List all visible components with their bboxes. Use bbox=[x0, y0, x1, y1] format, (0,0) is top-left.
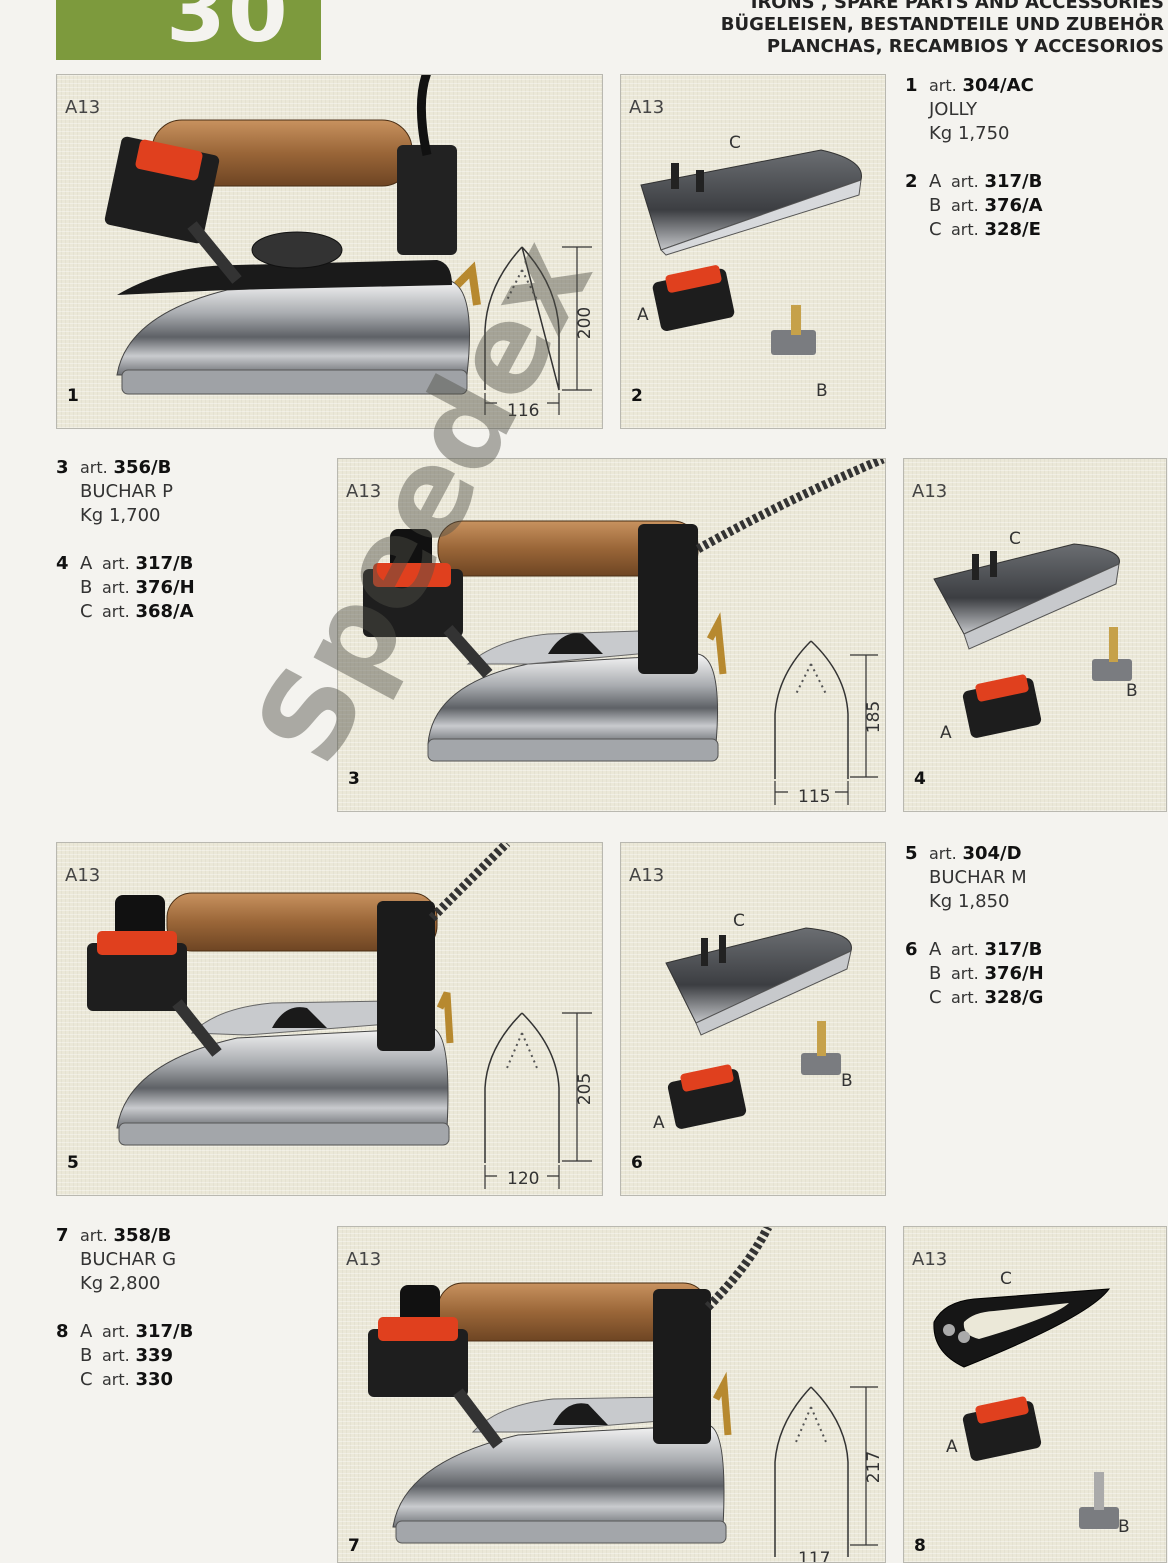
sole-height: 205 bbox=[575, 1072, 596, 1106]
header-title-de: BÜGELEISEN, BESTANDTEILE UND ZUBEHÖR bbox=[720, 14, 1164, 35]
product-weight: Kg 1,750 bbox=[929, 123, 1010, 144]
part-label-b: B bbox=[841, 1071, 853, 1091]
article-number: 304/D bbox=[962, 843, 1022, 864]
product-code: A13 bbox=[629, 865, 665, 886]
part-label-c: C bbox=[729, 133, 741, 153]
part-label-c: C bbox=[733, 911, 745, 931]
photo-number: 2 bbox=[631, 386, 643, 406]
sole-height: 185 bbox=[864, 700, 885, 734]
product-photo-1: A13 116 200 1 bbox=[56, 74, 603, 429]
part-label-b: B bbox=[816, 381, 828, 401]
photo-number: 8 bbox=[914, 1536, 926, 1556]
product-code: A13 bbox=[65, 865, 101, 886]
article-number: 376/H bbox=[135, 577, 195, 598]
sole-outline-diagram bbox=[774, 640, 878, 805]
sole-outline-diagram bbox=[484, 246, 592, 415]
article-number: 328/E bbox=[984, 219, 1041, 240]
sole-width: 117 bbox=[798, 1549, 831, 1563]
product-code: A13 bbox=[629, 97, 665, 118]
article-number: 317/B bbox=[984, 939, 1043, 960]
product-name: BUCHAR P bbox=[80, 481, 174, 502]
spare-parts-illustration bbox=[933, 543, 1132, 738]
product-photo-5: A13 120 205 5 bbox=[56, 842, 603, 1196]
sole-outline-diagram bbox=[484, 1012, 592, 1189]
spare-parts-illustration bbox=[640, 149, 862, 355]
page-header-titles: IRONS , SPARE PARTS AND ACCESSORIES BÜGE… bbox=[721, 0, 1164, 58]
article-number: 356/B bbox=[113, 457, 172, 478]
article-number: 368/A bbox=[135, 601, 194, 622]
article-number: 304/AC bbox=[962, 75, 1034, 96]
spare-parts-illustration bbox=[665, 927, 852, 1129]
article-number: 376/H bbox=[984, 963, 1044, 984]
iron-illustration bbox=[104, 75, 481, 395]
sole-width: 120 bbox=[507, 1169, 540, 1189]
product-photo-3: A13 115 185 3 bbox=[337, 458, 886, 812]
spare-parts-illustration bbox=[933, 1288, 1119, 1529]
product-code: A13 bbox=[346, 481, 382, 502]
product-weight: Kg 1,700 bbox=[80, 505, 161, 526]
article-number: 376/A bbox=[984, 195, 1043, 216]
article-number: 317/B bbox=[135, 1321, 194, 1342]
photo-number: 1 bbox=[67, 386, 79, 406]
photo-number: 4 bbox=[914, 769, 926, 789]
product-code: A13 bbox=[912, 1249, 948, 1270]
sole-height: 200 bbox=[575, 306, 596, 340]
iron-illustration bbox=[87, 843, 511, 1146]
product-weight: Kg 1,850 bbox=[929, 891, 1010, 912]
part-label-a: A bbox=[940, 723, 952, 743]
product-photo-4: A13 C B A 4 bbox=[903, 458, 1167, 812]
photo-number: 7 bbox=[348, 1536, 360, 1556]
article-number: 317/B bbox=[984, 171, 1043, 192]
sole-width: 116 bbox=[507, 401, 540, 421]
photo-number: 6 bbox=[631, 1153, 643, 1173]
article-number: 330 bbox=[135, 1369, 174, 1390]
photo-number: 5 bbox=[67, 1153, 79, 1173]
iron-illustration bbox=[363, 459, 885, 762]
part-label-b: B bbox=[1118, 1517, 1130, 1537]
product-code: A13 bbox=[912, 481, 948, 502]
part-label-a: A bbox=[653, 1113, 665, 1133]
sole-outline-diagram bbox=[774, 1386, 878, 1557]
article-number: 317/B bbox=[135, 553, 194, 574]
part-label-a: A bbox=[946, 1437, 958, 1457]
part-label-c: C bbox=[1009, 529, 1021, 549]
part-label-c: C bbox=[1000, 1269, 1012, 1289]
product-name: BUCHAR G bbox=[80, 1249, 177, 1270]
part-label-b: B bbox=[1126, 681, 1138, 701]
part-label-a: A bbox=[637, 305, 649, 325]
page-number-tab: 30 bbox=[56, 0, 321, 62]
article-number: 328/G bbox=[984, 987, 1044, 1008]
product-photo-8: A13 C A B 8 bbox=[903, 1226, 1167, 1563]
product-photo-6: A13 C B A 6 bbox=[620, 842, 886, 1196]
photo-number: 3 bbox=[348, 769, 360, 789]
iron-illustration bbox=[368, 1227, 773, 1544]
product-name: BUCHAR M bbox=[929, 867, 1027, 888]
sole-width: 115 bbox=[798, 787, 831, 807]
product-code: A13 bbox=[65, 97, 101, 118]
header-title-es: PLANCHAS, RECAMBIOS Y ACCESORIOS bbox=[766, 36, 1164, 57]
product-weight: Kg 2,800 bbox=[80, 1273, 161, 1294]
page-number: 30 bbox=[166, 0, 290, 62]
product-photo-2: A13 C A B 2 bbox=[620, 74, 886, 429]
header-title-en: IRONS , SPARE PARTS AND ACCESSORIES bbox=[750, 0, 1164, 13]
article-number: 339 bbox=[135, 1345, 174, 1366]
product-photo-7: A13 117 217 7 bbox=[337, 1226, 886, 1563]
product-name: JOLLY bbox=[929, 99, 978, 120]
article-number: 358/B bbox=[113, 1225, 172, 1246]
sole-height: 217 bbox=[864, 1450, 885, 1484]
product-code: A13 bbox=[346, 1249, 382, 1270]
